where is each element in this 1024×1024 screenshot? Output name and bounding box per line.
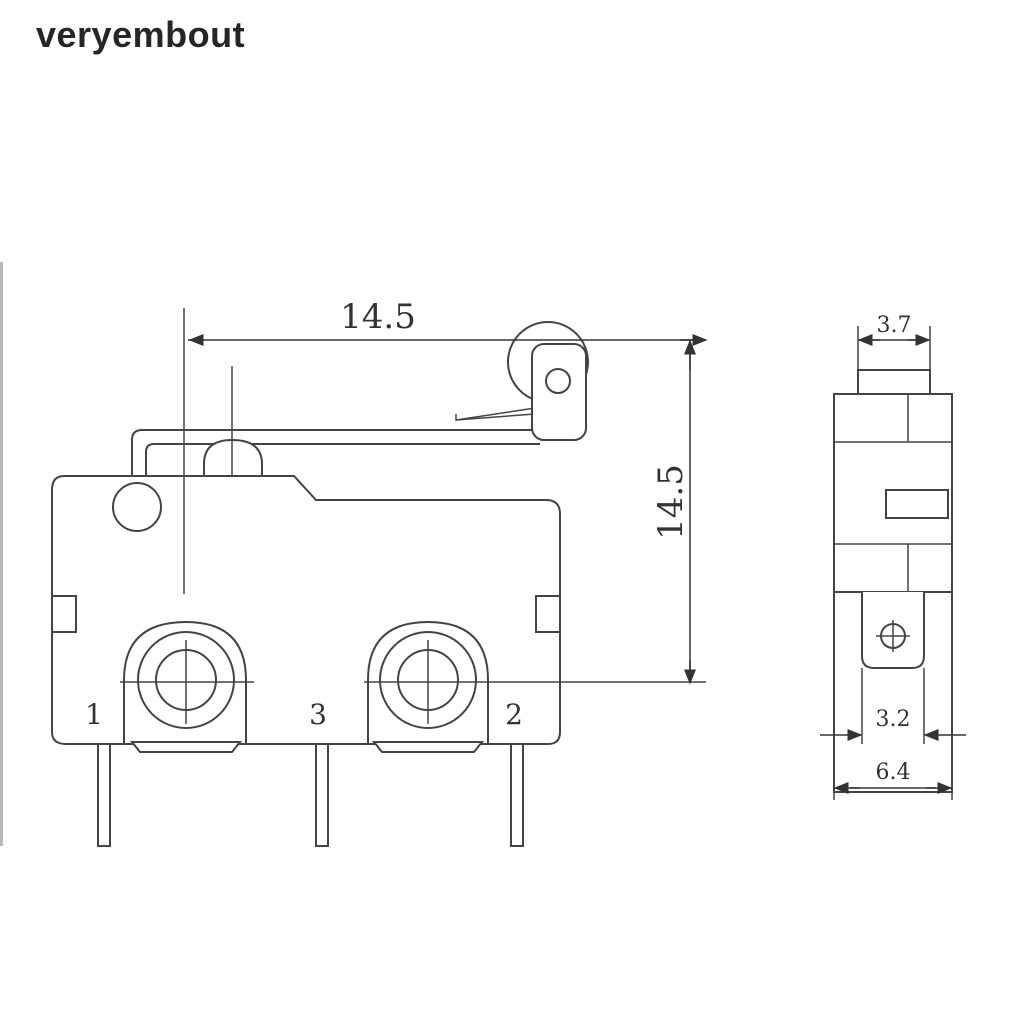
- height-dimension-label: 14.5: [651, 464, 691, 540]
- terminal-left: [120, 620, 254, 753]
- right-notch: [535, 595, 561, 633]
- top-width-label: 3.7: [877, 313, 912, 338]
- actuator-plunger: [203, 438, 263, 477]
- switch-body: [51, 475, 561, 745]
- hole-width-label: 3.2: [876, 707, 911, 732]
- left-notch: [51, 595, 77, 633]
- side-view: 3.7 3.2 6.4: [820, 313, 966, 800]
- brand-watermark: veryembout: [36, 14, 246, 55]
- pin-1-label: 1: [85, 698, 103, 731]
- roller-lever: [131, 321, 589, 476]
- side-slot: [885, 489, 949, 519]
- frame-edge-line: [0, 262, 3, 846]
- side-body: [833, 393, 953, 593]
- side-top-tab: [857, 369, 931, 395]
- front-view: 14.5 14.5 1 3 2: [51, 297, 708, 847]
- pin-3-label: 3: [309, 698, 327, 731]
- width-dimension-label: 14.5: [340, 297, 416, 337]
- terminal-right: [364, 620, 706, 753]
- mounting-hole: [112, 482, 162, 532]
- total-width-label: 6.4: [876, 760, 911, 785]
- pin-2-label: 2: [505, 698, 523, 731]
- pin-leads: [97, 741, 524, 847]
